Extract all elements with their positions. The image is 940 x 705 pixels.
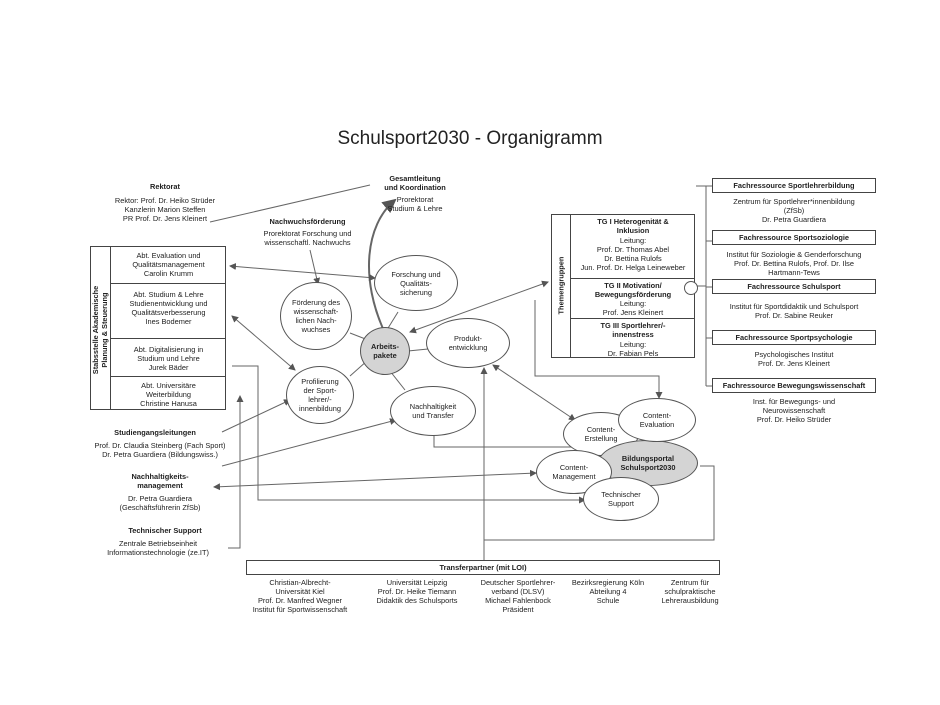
transfer-heading: Transferpartner (mit LOI) <box>439 563 527 572</box>
fach-soziologie-box <box>712 230 876 245</box>
arrow-studiengang-profilierung <box>221 399 291 433</box>
ellipse-profilierung: Profilierung der Sport- lehrer/- innenbi… <box>286 366 354 424</box>
tg1-members: Leitung: Prof. Dr. Thomas Abel Dr. Betti… <box>580 236 686 272</box>
stabsstelle-label: Stabsstelle Akademische Planung & Steuer… <box>91 285 109 375</box>
nachwuchs-heading: Nachwuchsförderung <box>269 217 346 226</box>
arrow-themengruppen-evaluation <box>534 300 663 399</box>
nachhaltigkeit-members: Dr. Petra Guardiera (Geschäftsführerin Z… <box>119 494 201 512</box>
ellipse-foerderung: Förderung des wissenschaft- lichen Nach-… <box>280 282 352 350</box>
arrow-weiterbildung-techsupport <box>228 395 244 549</box>
ellipse-technischer-support: Technischer Support <box>583 477 659 521</box>
gesamtleitung-members: Prorektorat Studium & Lehre <box>387 195 443 213</box>
fach-sportlehrer-heading: Fachressource Sportlehrerbildung <box>733 181 855 190</box>
ellipse-produkt: Produkt- entwicklung <box>426 318 510 368</box>
page-title: Schulsport2030 - Organigramm <box>337 128 603 149</box>
arrow-arbeitspakete-gesamtleitung <box>368 198 397 334</box>
tg1-heading: TG I Heterogenität & Inklusion <box>597 217 669 235</box>
stabsstelle-box <box>90 246 226 410</box>
transfer-partner-kiel: Christian-Albrecht- Universität Kiel Pro… <box>252 578 348 614</box>
stabsstelle-evaluation: Abt. Evaluation und Qualitätsmanagement … <box>132 251 205 278</box>
stabsstelle-studium: Abt. Studium & Lehre Studienentwicklung … <box>129 290 208 326</box>
fach-soziologie-heading: Fachressource Sportsoziologie <box>738 233 850 242</box>
fach-bewegung-heading: Fachressource Bewegungswissenschaft <box>722 381 866 390</box>
ellipse-arbeitspakete: Arbeits- pakete <box>360 327 410 375</box>
tg2-heading: TG II Motivation/ Bewegungsförderung <box>594 281 672 299</box>
tg3-members: Leitung: Dr. Fabian Pels <box>607 340 659 358</box>
arrow-studium-profilierung <box>231 315 296 371</box>
stabsstelle-digitalisierung: Abt. Digitalisierung in Studium und Lehr… <box>133 345 204 372</box>
gesamtleitung-heading: Gesamtleitung und Koordination <box>384 174 446 192</box>
fach-psychologie-members: Psychologisches Institut Prof. Dr. Jens … <box>754 350 834 368</box>
arrow-studiengang-transfer <box>221 418 397 467</box>
stabsstelle-weiterbildung: Abt. Universitäre Weiterbildung Christin… <box>140 381 197 408</box>
transfer-box <box>246 560 720 575</box>
themengruppen-box <box>551 214 695 358</box>
studiengang-heading: Studiengangsleitungen <box>114 428 196 437</box>
tg2-members: Leitung: Prof. Jens Kleinert <box>602 299 664 317</box>
ellipse-nachhaltigkeit: Nachhaltigkeit und Transfer <box>390 386 476 436</box>
arrow-produkt-content <box>492 364 576 421</box>
ellipse-content-evaluation: Content- Evaluation <box>618 398 696 442</box>
fach-bewegung-members: Inst. für Bewegungs- und Neurowissenscha… <box>752 397 836 424</box>
techsupport-members: Zentrale Betriebseinheit Informationstec… <box>107 539 209 557</box>
themengruppen-label: Themengruppen <box>556 256 566 315</box>
nachwuchs-members: Prorektorat Forschung und wissenschaftl.… <box>263 229 352 247</box>
techsupport-heading: Technischer Support <box>128 526 202 535</box>
arrow-nachwuchs-foerderung <box>309 249 321 285</box>
transfer-partner-zfsl: Zentrum für schulpraktische Lehrerausbil… <box>661 578 719 605</box>
line-rektorat-gesamtleitung <box>209 184 371 223</box>
transfer-partner-dlsv: Deutscher Sportlehrer- verband (DLSV) Mi… <box>480 578 556 614</box>
tg3-heading: TG III Sportlehrer/- innenstress <box>600 321 666 339</box>
nachhaltigkeit-heading: Nachhaltigkeits- management <box>131 472 189 490</box>
fach-soziologie-members: Institut für Soziologie & Genderforschun… <box>726 250 862 277</box>
fach-psychologie-box <box>712 330 876 345</box>
fach-sportlehrer-box <box>712 178 876 193</box>
arrow-nachhaltigkeit-content <box>213 469 537 491</box>
fach-bewegung-box <box>712 378 876 393</box>
studiengang-members: Prof. Dr. Claudia Steinberg (Fach Sport)… <box>94 441 226 459</box>
fach-schulsport-box <box>712 279 876 294</box>
ellipse-forschung: Forschung und Qualitäts- sicherung <box>374 255 458 311</box>
arrow-digitalisierung-techsupport <box>232 365 586 504</box>
fach-psychologie-heading: Fachressource Sportpsychologie <box>735 333 853 342</box>
transfer-partner-bezirksregierung: Bezirksregierung Köln Abteilung 4 Schule <box>571 578 645 605</box>
fach-schulsport-heading: Fachressource Schulsport <box>747 282 841 291</box>
fach-sportlehrer-members: Zentrum für Sportlehrer*innenbildung (Zf… <box>733 197 855 224</box>
connector-node <box>684 281 698 295</box>
transfer-partner-leipzig: Universität Leipzig Prof. Dr. Heike Tiem… <box>376 578 458 605</box>
arrow-arbeitspakete-themengruppen <box>409 280 549 334</box>
arrow-evaluation-forschung <box>229 263 376 281</box>
rektorat-heading: Rektorat <box>150 182 180 191</box>
fach-schulsport-members: Institut für Sportdidaktik und Schulspor… <box>729 302 859 320</box>
rektorat-members: Rektor: Prof. Dr. Heiko Strüder Kanzleri… <box>114 196 216 223</box>
ellipse-content-management: Content- Management <box>536 450 612 494</box>
